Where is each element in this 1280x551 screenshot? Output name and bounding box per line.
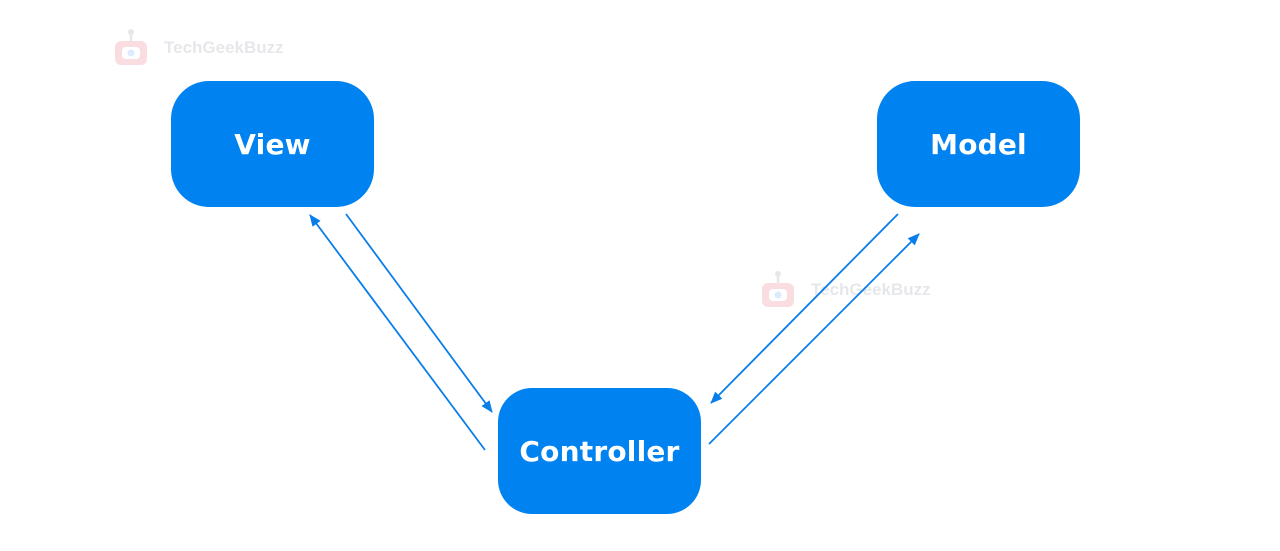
arrow-model-to-controller — [710, 213, 899, 404]
controller-node: Controller — [498, 388, 701, 514]
view-label: View — [234, 127, 311, 161]
watermark: TechGeekBuzz — [112, 28, 284, 68]
watermark: TechGeekBuzz — [759, 270, 931, 310]
controller-label: Controller — [519, 434, 680, 468]
model-label: Model — [930, 127, 1027, 161]
arrow-controller-to-view — [309, 214, 486, 451]
arrow-view-to-controller — [345, 213, 493, 413]
model-node: Model — [877, 81, 1080, 207]
watermark-text: TechGeekBuzz — [811, 280, 931, 299]
robot-logo-icon — [115, 29, 147, 65]
view-node: View — [171, 81, 374, 207]
arrow-controller-to-model — [708, 233, 920, 445]
watermark-text: TechGeekBuzz — [164, 38, 284, 57]
robot-logo-icon — [762, 271, 794, 307]
